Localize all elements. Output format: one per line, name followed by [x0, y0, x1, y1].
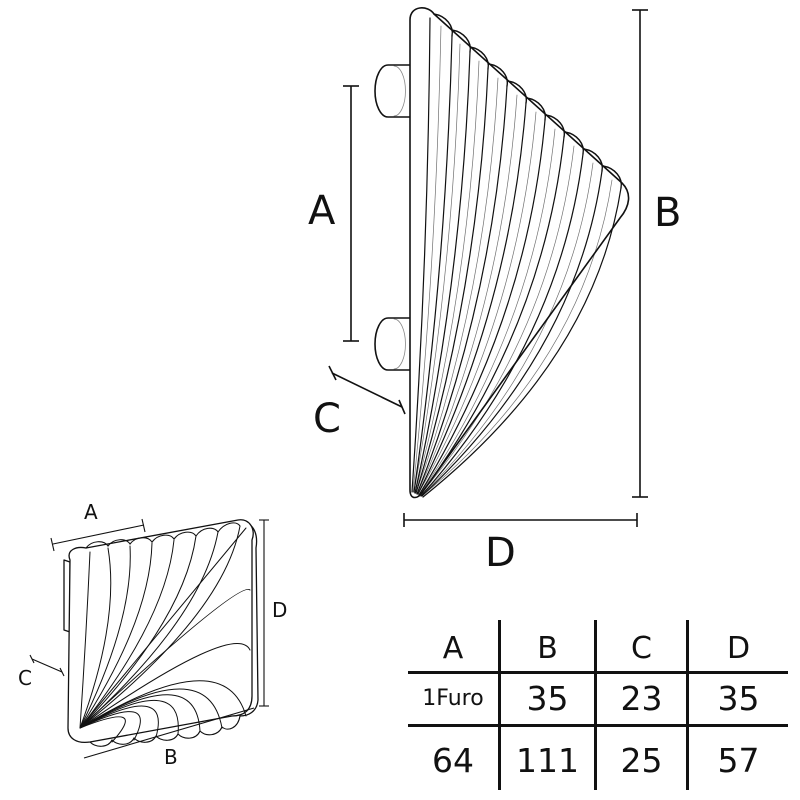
- dimension-label-d-large: D: [485, 530, 516, 576]
- table-header-a: A: [442, 631, 464, 666]
- dimension-label-b-small: B: [164, 745, 178, 769]
- table-cell-r2-c2: 111: [516, 741, 579, 780]
- table-cell-r1-c1: 1Furo: [422, 686, 484, 711]
- handle-side-view: [374, 7, 630, 499]
- bottom-scallops: [89, 715, 241, 747]
- dimension-label-c-large: C: [313, 396, 341, 442]
- table-cell-r1-c4: 35: [717, 679, 760, 718]
- dimension-line-a-large: [343, 85, 359, 342]
- small-fan-ribs: [79, 525, 251, 743]
- dimension-line-b-large: [632, 9, 648, 498]
- dimension-line-c-large: [328, 365, 406, 415]
- table-cell-r1-c2: 35: [526, 679, 569, 718]
- dimension-line-d-small: [259, 519, 269, 707]
- dimensions-table: A B C D 1Furo 35 23 35 64 111 25 57: [408, 620, 788, 790]
- table-hline-2: [408, 724, 788, 727]
- handle-perspective-view: [63, 519, 259, 747]
- table-header-d: D: [726, 631, 751, 666]
- table-header-c: C: [631, 631, 652, 666]
- table-cell-r2-c4: 57: [717, 741, 760, 780]
- dimension-line-d-large: [403, 513, 638, 527]
- dimension-line-c-small: [29, 654, 65, 677]
- table-cell-r2-c1: 64: [432, 741, 474, 780]
- table-hline-1: [408, 671, 788, 674]
- table-vline-1: [498, 620, 501, 790]
- fan-rib-bumps: [433, 13, 622, 189]
- table-header-b: B: [537, 631, 558, 666]
- fan-ribs: [411, 17, 622, 498]
- table-vline-2: [594, 620, 597, 790]
- table-cell-r2-c3: 25: [620, 741, 663, 780]
- table-vline-3: [686, 620, 689, 790]
- dimension-label-a-small: A: [84, 500, 98, 524]
- dimension-label-a-large: A: [308, 188, 336, 234]
- top-scallops: [85, 522, 241, 549]
- dimension-line-a-small: [50, 518, 146, 552]
- dimension-line-b-small: [83, 707, 255, 759]
- handle-fan-outline: [409, 7, 630, 499]
- mounting-post-top: [374, 64, 411, 118]
- dimension-label-d-small: D: [272, 598, 288, 622]
- dimension-label-b-large: B: [654, 190, 682, 236]
- dimension-label-c-small: C: [18, 666, 32, 690]
- table-cell-r1-c3: 23: [620, 679, 663, 718]
- mounting-post-bottom: [374, 317, 411, 371]
